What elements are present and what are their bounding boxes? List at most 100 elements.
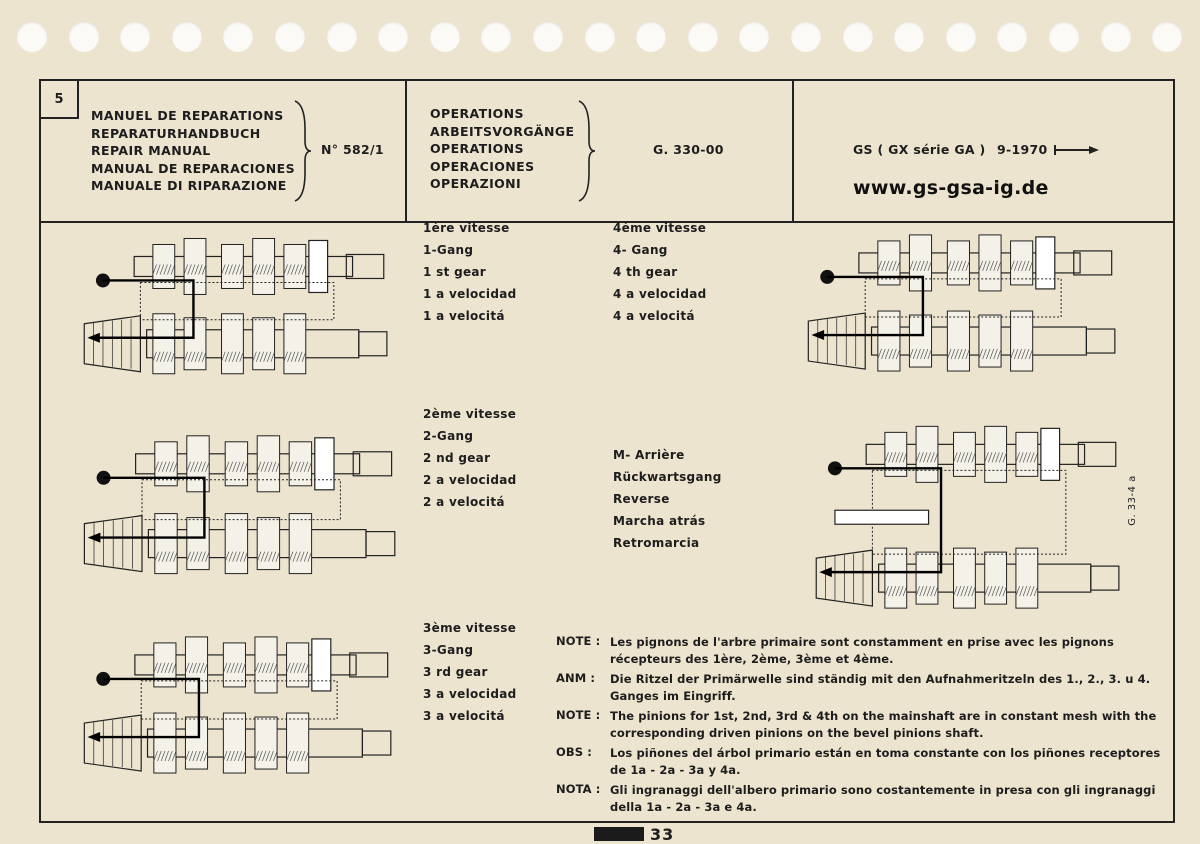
gear-label: Marcha atrás bbox=[613, 514, 706, 528]
footer-bar bbox=[594, 827, 644, 841]
gear-label: M- Arrière bbox=[613, 448, 685, 462]
gear-label: 1 st gear bbox=[423, 265, 487, 279]
gear-label: 4- Gang bbox=[613, 243, 668, 257]
punch-hole bbox=[1049, 22, 1079, 52]
note-text: Die Ritzel der Primärwelle sind ständig … bbox=[610, 672, 1151, 703]
gear-label: 3 a velocitá bbox=[423, 709, 505, 723]
gear-labels-reverse: M- Arrière Rückwartsgang Reverse Marcha … bbox=[613, 444, 722, 554]
operations-titles: OPERATIONS ARBEITSVORGÄNGE OPERATIONS OP… bbox=[430, 105, 574, 193]
gear-label: 1ère vitesse bbox=[423, 221, 510, 235]
punch-hole bbox=[326, 22, 357, 52]
note-text: The pinions for 1st, 2nd, 3rd & 4th on t… bbox=[610, 709, 1157, 740]
footer: 33 bbox=[594, 824, 675, 844]
punch-hole bbox=[481, 22, 512, 52]
punch-hole bbox=[636, 22, 667, 52]
note-label: NOTE : bbox=[556, 634, 601, 648]
brace-icon bbox=[578, 100, 596, 202]
operations-title-en: OPERATIONS bbox=[430, 141, 524, 156]
gear-labels-second: 2ème vitesse 2-Gang 2 nd gear 2 a veloci… bbox=[423, 403, 517, 513]
operations-title-it: OPERAZIONI bbox=[430, 176, 522, 191]
gearbox-diagram-third bbox=[83, 636, 392, 774]
manual-title-en: REPAIR MANUAL bbox=[91, 143, 211, 158]
gearbox-diagram-fourth bbox=[807, 234, 1116, 372]
operation-code: G. 330-00 bbox=[653, 142, 724, 157]
punch-hole bbox=[1100, 22, 1131, 52]
note-text: Los piñones del árbol primario están en … bbox=[610, 746, 1161, 777]
manual-title-fr: MANUEL DE REPARATIONS bbox=[91, 108, 284, 123]
operations-title-fr: OPERATIONS bbox=[430, 106, 524, 121]
punch-holes bbox=[0, 22, 1200, 56]
punch-hole bbox=[1152, 22, 1183, 52]
gear-label: 2ème vitesse bbox=[423, 407, 517, 421]
gear-label: 3ème vitesse bbox=[423, 621, 517, 635]
gear-label: 1 a velocidad bbox=[423, 287, 517, 301]
note-text: Gli ingranaggi dell'albero primario sono… bbox=[610, 783, 1156, 814]
gear-labels-fourth: 4ème vitesse 4- Gang 4 th gear 4 a veloc… bbox=[613, 217, 707, 327]
manual-titles: MANUEL DE REPARATIONS REPARATURHANDBUCH … bbox=[91, 107, 295, 195]
gear-label: 3-Gang bbox=[423, 643, 474, 657]
punch-hole bbox=[945, 22, 976, 52]
note-fr: NOTE : Les pignons de l'arbre primaire s… bbox=[556, 634, 1176, 668]
gear-label: 3 a velocidad bbox=[423, 687, 517, 701]
gear-label: 4ème vitesse bbox=[613, 221, 707, 235]
note-label: OBS : bbox=[556, 745, 592, 759]
gearbox-diagram-reverse bbox=[815, 425, 1120, 609]
punch-hole bbox=[275, 22, 305, 52]
header-divider-2 bbox=[792, 81, 794, 221]
arrow-right-icon bbox=[1054, 145, 1099, 155]
gear-label: 1-Gang bbox=[423, 243, 474, 257]
gear-labels-first: 1ère vitesse 1-Gang 1 st gear 1 a veloci… bbox=[423, 217, 517, 327]
punch-hole bbox=[894, 22, 925, 52]
note-label: ANM : bbox=[556, 671, 596, 685]
gear-label: 2 a velocitá bbox=[423, 495, 505, 509]
gearbox-diagram-second bbox=[83, 435, 396, 575]
gear-label: 2 a velocidad bbox=[423, 473, 517, 487]
header-box: 5 MANUEL DE REPARATIONS REPARATURHANDBUC… bbox=[41, 81, 1173, 223]
gear-labels-third: 3ème vitesse 3-Gang 3 rd gear 3 a veloci… bbox=[423, 617, 517, 727]
gear-label: 4 th gear bbox=[613, 265, 678, 279]
note-it: NOTA : Gli ingranaggi dell'albero primar… bbox=[556, 782, 1176, 816]
punch-hole bbox=[533, 22, 563, 52]
note-de: ANM : Die Ritzel der Primärwelle sind st… bbox=[556, 671, 1176, 705]
gear-label: 1 a velocitá bbox=[423, 309, 505, 323]
note-es: OBS : Los piñones del árbol primario est… bbox=[556, 745, 1176, 779]
punch-hole bbox=[687, 22, 718, 52]
figure-code: G. 33-4 a bbox=[1126, 475, 1138, 526]
gear-label: 3 rd gear bbox=[423, 665, 488, 679]
brace-icon bbox=[294, 100, 312, 202]
note-label: NOTA : bbox=[556, 782, 601, 796]
manual-title-de: REPARATURHANDBUCH bbox=[91, 125, 261, 141]
punch-hole bbox=[842, 22, 873, 52]
manual-title-it: MANUALE DI RIPARAZIONE bbox=[91, 178, 287, 193]
gear-label: Retromarcia bbox=[613, 536, 700, 550]
header-divider-1 bbox=[405, 81, 407, 221]
website-url: www.gs-gsa-ig.de bbox=[853, 177, 1049, 199]
punch-hole bbox=[68, 22, 99, 52]
page-number-box: 5 bbox=[41, 81, 79, 119]
operations-title-de: ARBEITSVORGÄNGE bbox=[430, 123, 575, 139]
manual-number: N° 582/1 bbox=[321, 142, 384, 157]
punch-hole bbox=[739, 22, 770, 52]
punch-hole bbox=[223, 22, 254, 52]
note-label: NOTE : bbox=[556, 708, 601, 722]
punch-hole bbox=[429, 22, 460, 52]
punch-hole bbox=[171, 22, 202, 52]
manual-title-es: MANUAL DE REPARACIONES bbox=[91, 160, 296, 176]
punch-hole bbox=[378, 22, 409, 52]
gear-label: 2 nd gear bbox=[423, 451, 491, 465]
punch-hole bbox=[120, 22, 151, 52]
gear-label: 4 a velocidad bbox=[613, 287, 707, 301]
gear-label: Reverse bbox=[613, 492, 670, 506]
gear-label: 4 a velocitá bbox=[613, 309, 695, 323]
note-en: NOTE : The pinions for 1st, 2nd, 3rd & 4… bbox=[556, 708, 1176, 742]
punch-hole bbox=[584, 22, 615, 52]
gear-label: Rückwartsgang bbox=[613, 470, 722, 484]
notes-section: NOTE : Les pignons de l'arbre primaire s… bbox=[556, 634, 1176, 819]
punch-hole bbox=[17, 22, 47, 52]
model-label: GS ( GX série GA ) bbox=[853, 142, 986, 157]
page-frame: 5 MANUEL DE REPARATIONS REPARATURHANDBUC… bbox=[39, 79, 1175, 823]
punch-hole bbox=[997, 22, 1028, 52]
date-label: 9-1970 bbox=[997, 142, 1048, 157]
punch-hole bbox=[791, 22, 821, 52]
footer-page-number: 33 bbox=[650, 824, 675, 844]
